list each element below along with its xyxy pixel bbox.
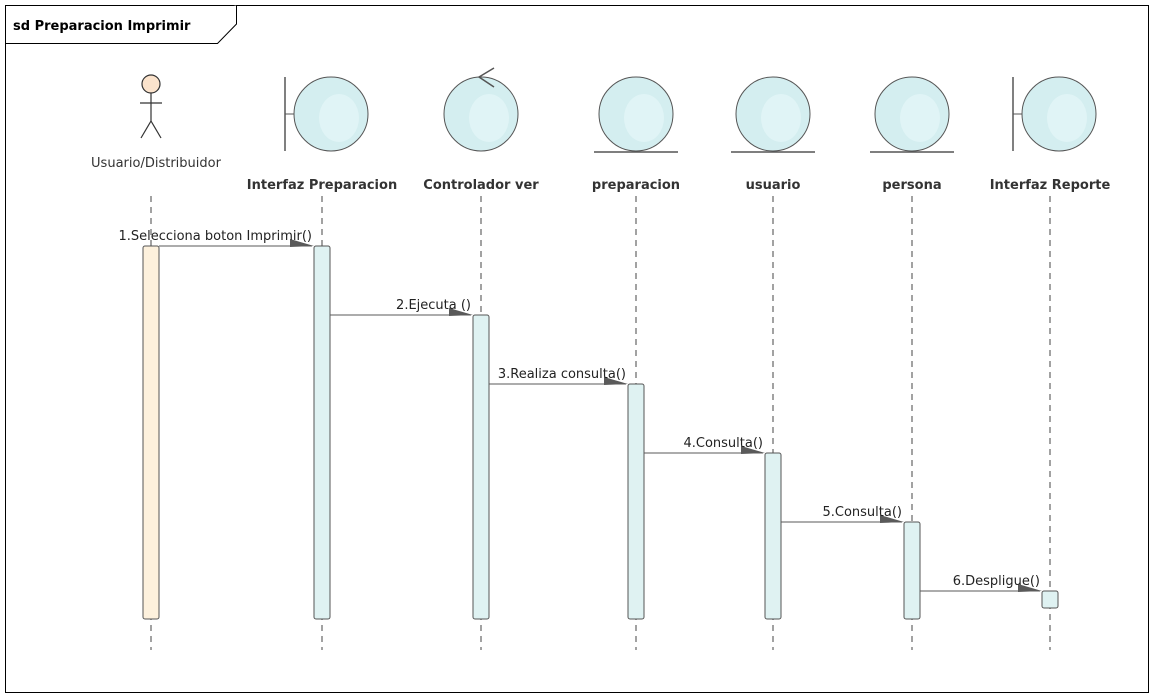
participant-p4: preparacion <box>592 76 680 193</box>
diagram-frame-border <box>5 5 1149 693</box>
activation-bar-p7 <box>1041 590 1059 609</box>
frame-title: sd Preparacion Imprimir <box>13 19 191 34</box>
activation-bar-p4 <box>627 383 645 620</box>
activation-bar-p1 <box>142 245 160 620</box>
activation-bar-p5 <box>764 452 782 620</box>
boundary-icon <box>284 76 369 152</box>
message-5: 5.Consulta() <box>781 505 904 523</box>
message-1: 1.Selecciona boton Imprimir() <box>118 229 314 247</box>
message-label: 1.Selecciona boton Imprimir() <box>118 229 312 244</box>
entity-icon <box>731 76 815 153</box>
arrowhead-icon <box>604 377 628 385</box>
participant-label: preparacion <box>592 178 680 193</box>
arrowhead-icon <box>741 446 765 454</box>
message-label: 3.Realiza consulta() <box>498 367 626 382</box>
boundary-icon <box>1012 76 1097 152</box>
frame-title-tab <box>5 5 237 44</box>
message-label: 2.Ejecuta () <box>396 298 471 313</box>
activation-bar-p6 <box>903 521 921 620</box>
activation-bar-p3 <box>472 314 490 620</box>
message-label: 4.Consulta() <box>683 436 763 451</box>
message-3: 3.Realiza consulta() <box>489 367 628 385</box>
participant-p3: Controlador ver <box>423 67 539 193</box>
message-label: 6.Despligue() <box>953 574 1040 589</box>
arrowhead-icon <box>290 239 314 247</box>
participant-p6: persona <box>870 76 954 193</box>
participant-label: Interfaz Reporte <box>990 178 1111 193</box>
participant-p7: Interfaz Reporte <box>990 76 1111 193</box>
message-label: 5.Consulta() <box>822 505 902 520</box>
arrowhead-icon <box>1018 584 1042 592</box>
participant-label: usuario <box>746 178 801 193</box>
message-4: 4.Consulta() <box>644 436 765 454</box>
entity-icon <box>870 76 954 153</box>
message-6: 6.Despligue() <box>920 574 1042 592</box>
activation-bar-p2 <box>313 245 331 620</box>
arrowhead-icon <box>880 515 904 523</box>
message-2: 2.Ejecuta () <box>330 298 473 316</box>
arrowhead-icon <box>449 308 473 316</box>
participant-p1: Usuario/Distribuidor <box>91 74 222 171</box>
participant-p2: Interfaz Preparacion <box>247 76 397 193</box>
participant-label: Controlador ver <box>423 178 539 193</box>
control-icon <box>443 67 519 152</box>
participant-p5: usuario <box>731 76 815 193</box>
actor-icon <box>140 74 162 139</box>
entity-icon <box>594 76 678 153</box>
participant-label: persona <box>882 178 941 193</box>
participant-label: Interfaz Preparacion <box>247 178 397 193</box>
participant-label: Usuario/Distribuidor <box>91 156 222 171</box>
